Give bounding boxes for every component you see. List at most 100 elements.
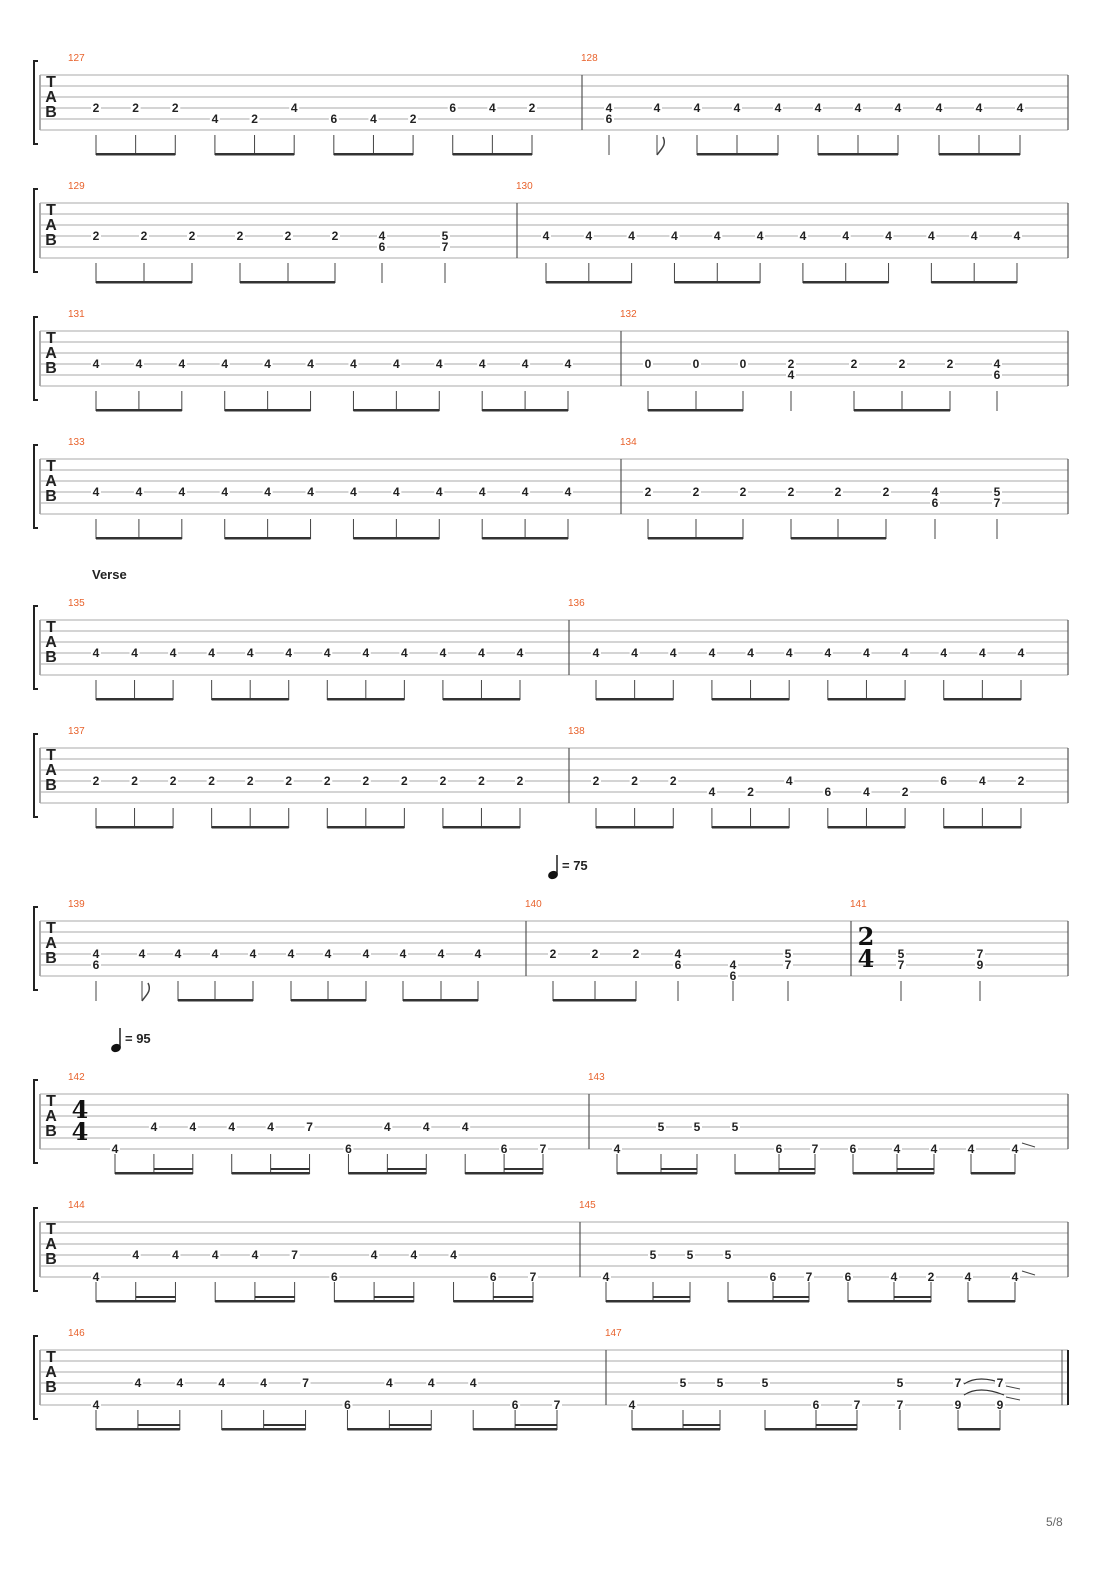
fret-number: 6 [490,1270,497,1284]
fret-background [1016,648,1026,659]
beam [353,409,440,412]
tempo-mark: = 95 [111,1028,151,1053]
fret-background [132,1378,143,1389]
fret-number: 4 [212,1248,219,1262]
fret-number: 2 [517,774,524,788]
beam [224,409,311,412]
fret-number: 7 [306,1120,313,1134]
fret-number: 2 [550,947,557,961]
fret-number: 6 [845,1270,852,1284]
fret-background [360,776,371,787]
fret-number: 4 [932,485,939,499]
tab-clef-letter: A [45,345,57,362]
fret-number: 4 [131,646,138,660]
fret-background [612,1144,622,1155]
fret-number: 2 [788,485,795,499]
fret-background [361,949,371,960]
fret-number: 5 [897,1376,904,1390]
fret-background [738,487,748,498]
fret-number: 4 [139,947,146,961]
fret-background [91,487,101,498]
fret-number: 7 [977,947,984,961]
beam [802,281,889,284]
fret-background [398,949,408,960]
fret-background [440,231,450,242]
fret-number: 4 [93,646,100,660]
beam [215,1300,295,1303]
measure-number: 131 [68,309,85,320]
beam [674,281,761,284]
fret-background [673,949,683,960]
fret-background [262,359,273,370]
fret-background [691,359,701,370]
fret-number: 4 [971,229,978,243]
fret-background [692,1122,702,1133]
fret-background [563,359,573,370]
fret-number: 4 [208,646,215,660]
fret-background [732,103,742,114]
fret-number: 2 [237,229,244,243]
beam [214,153,295,156]
tab-clef-letter: A [45,1364,57,1381]
fret-background [548,949,558,960]
fret-background [437,776,448,787]
fret-number: 6 [501,1142,508,1156]
fret-background [1012,231,1022,242]
fret-number: 4 [423,1120,430,1134]
beam [853,1172,934,1175]
fret-number: 2 [324,774,331,788]
fret-background [656,1122,666,1133]
beam [442,826,520,829]
fret-number: 2 [835,485,842,499]
fret-background [460,1122,471,1133]
fret-number: 5 [442,229,449,243]
fret-number: 4 [228,1120,235,1134]
beam [943,698,1021,701]
tab-clef-letter: T [46,1221,56,1238]
fret-background [391,487,402,498]
fret-background [283,776,294,787]
fret-background [784,776,795,787]
fret-background [515,648,525,659]
fret-background [368,114,379,125]
fret-background [590,949,600,960]
fret-number: 4 [175,947,182,961]
fret-background [305,487,316,498]
fret-background [148,1122,159,1133]
fret-background [176,359,187,370]
fret-number: 2 [899,357,906,371]
fret-number: 4 [324,646,331,660]
fret-background [110,1144,120,1155]
fret-background [249,1250,260,1261]
fret-number: 4 [93,357,100,371]
fret-number: 4 [438,947,445,961]
fret-background [377,242,387,253]
sixteenth-beam [683,1424,720,1426]
fret-background [520,487,531,498]
fret-number: 4 [931,1142,938,1156]
fret-background [541,231,551,242]
fret-background [487,103,498,114]
fret-number: 4 [734,101,741,115]
beam [931,281,1017,284]
fret-background [768,1272,778,1283]
fret-background [249,114,260,125]
tab-clef-letter: T [46,74,56,91]
fret-number: 4 [815,101,822,115]
fret-background [436,949,446,960]
measure-number: 145 [579,1200,596,1211]
fret-number: 6 [345,1142,352,1156]
fret-background [245,648,256,659]
fret-background [774,1144,784,1155]
fret-number: 4 [462,1120,469,1134]
fret-background [262,487,273,498]
fret-number: 4 [628,229,635,243]
fret-number: 2 [332,229,339,243]
fret-number: 4 [252,1248,259,1262]
fret-background [421,1122,432,1133]
fret-number: 4 [863,646,870,660]
fret-number: 4 [775,101,782,115]
